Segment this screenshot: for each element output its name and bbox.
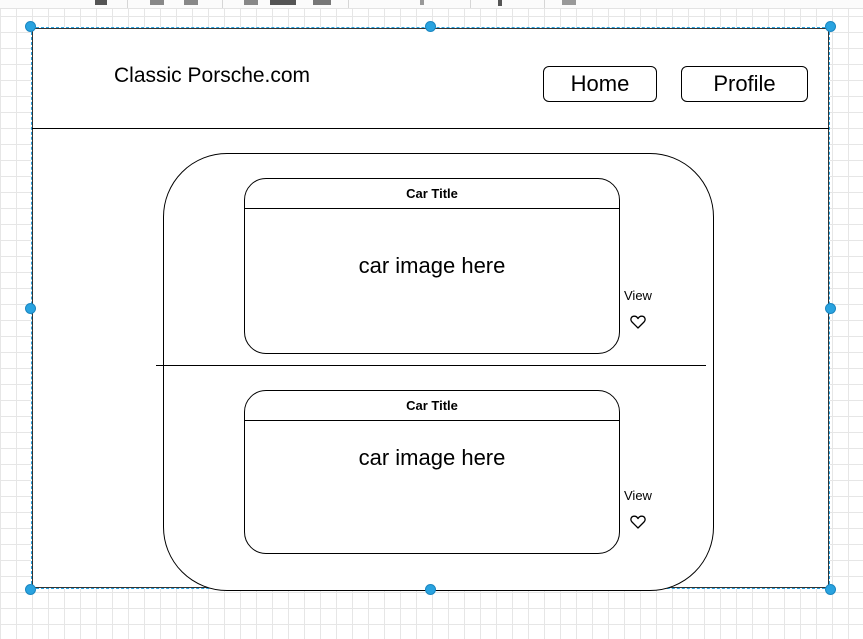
profile-button[interactable]: Profile [681,66,808,102]
car-card[interactable]: Car Title car image here [244,178,620,354]
resize-handle-s[interactable] [425,584,436,595]
car-title: Car Title [245,391,619,421]
resize-handle-n[interactable] [425,21,436,32]
toolbar-shadow-icon[interactable] [313,0,331,5]
resize-handle-ne[interactable] [825,21,836,32]
view-link[interactable]: View [624,488,652,503]
resize-handle-e[interactable] [825,303,836,314]
toolbar-separator [222,0,223,8]
car-card[interactable]: Car Title car image here [244,390,620,554]
toolbar-separator [348,0,349,8]
heart-icon[interactable] [630,315,646,329]
heart-icon[interactable] [630,515,646,529]
toolbar-separator [470,0,471,8]
toolbar-waypoint-icon[interactable] [420,0,424,5]
toolbar-fill-icon[interactable] [244,0,258,5]
site-title: Classic Porsche.com [114,64,311,87]
editor-toolbar [0,0,863,9]
resize-handle-sw[interactable] [25,584,36,595]
toolbar-insert-icon[interactable] [498,0,502,6]
header-divider [32,128,829,129]
toolbar-to-front-icon[interactable] [150,0,164,5]
toolbar-table-icon[interactable] [562,0,576,5]
resize-handle-se[interactable] [825,584,836,595]
toolbar-to-back-icon[interactable] [184,0,198,5]
car-image-placeholder: car image here [358,445,506,470]
toolbar-format-icon[interactable] [95,0,107,5]
toolbar-separator [127,0,128,8]
home-button[interactable]: Home [543,66,657,102]
resize-handle-nw[interactable] [25,21,36,32]
resize-handle-w[interactable] [25,303,36,314]
car-image-placeholder: car image here [358,253,506,278]
list-divider [156,365,706,366]
car-title: Car Title [245,179,619,209]
toolbar-line-color-icon[interactable] [270,0,296,5]
view-link[interactable]: View [624,288,652,303]
page-frame[interactable]: Classic Porsche.com Home Profile Car Tit… [31,27,830,591]
toolbar-separator [544,0,545,8]
